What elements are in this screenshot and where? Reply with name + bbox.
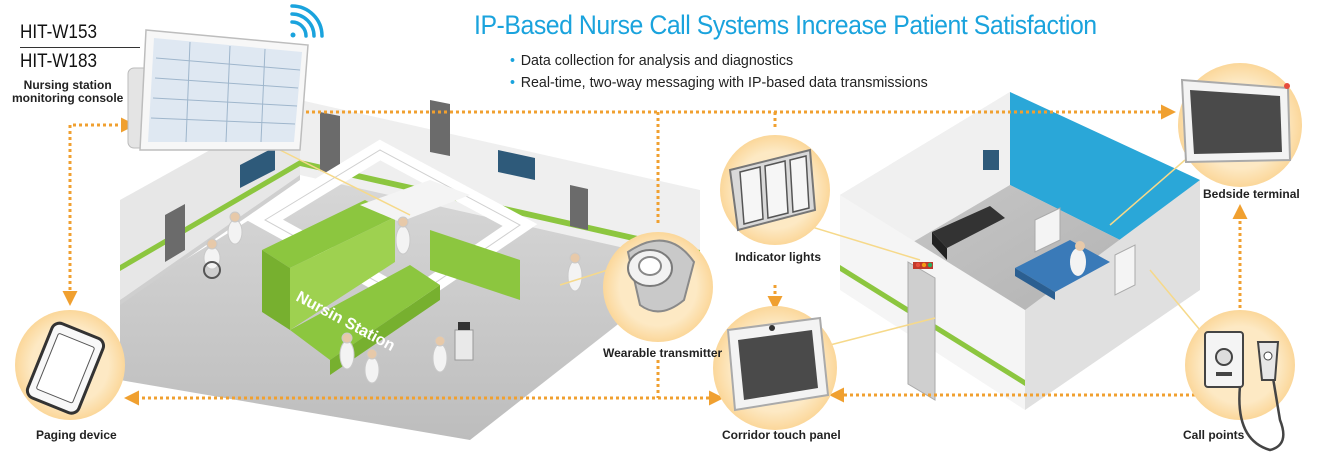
model-label-2: HIT-W183	[20, 51, 97, 72]
wearable-transmitter-circle	[603, 232, 713, 342]
model-label-1: HIT-W153	[20, 22, 97, 43]
console-caption-line-1: Nursing station	[23, 78, 112, 92]
indicator-lights-circle	[720, 135, 830, 245]
corridor-panel-icon	[726, 316, 830, 412]
paging-device-circle	[15, 310, 125, 420]
call-point-icon	[1204, 331, 1285, 452]
paging-tablet-icon	[25, 321, 106, 415]
patient-room-illustration	[840, 92, 1200, 410]
wearable-transmitter-label: Wearable transmitter	[603, 346, 723, 360]
page-title: IP-Based Nurse Call Systems Increase Pat…	[474, 10, 1097, 40]
model-divider	[20, 47, 140, 48]
paging-device-label: Paging device	[36, 428, 117, 442]
console-caption: Nursing station monitoring console	[12, 79, 123, 105]
bullet-dot: •	[510, 52, 516, 69]
bedside-terminal-label: Bedside terminal	[1203, 187, 1300, 201]
wifi-icon	[290, 4, 324, 38]
connector-arrows	[62, 104, 1248, 406]
nursing-console-device	[127, 4, 324, 151]
corridor-touch-panel-label: Corridor touch panel	[722, 428, 841, 442]
bedside-terminal-circle	[1178, 63, 1302, 187]
bullet-item: •Real-time, two-way messaging with IP-ba…	[510, 74, 928, 91]
feature-bullets: •Data collection for analysis and diagno…	[510, 52, 950, 96]
corridor-panel-device	[713, 306, 837, 430]
call-points-label: Call points	[1183, 428, 1245, 442]
bedside-terminal-icon	[1180, 78, 1292, 164]
console-caption-line-2: monitoring console	[12, 91, 124, 105]
bullet-dot: •	[510, 74, 516, 91]
bullet-item: •Data collection for analysis and diagno…	[510, 52, 928, 69]
indicator-lights-label: Indicator lights	[735, 250, 822, 264]
indicator-lights-icon	[728, 148, 817, 232]
bullet-text: Real-time, two-way messaging with IP-bas…	[520, 74, 928, 91]
wearable-watch-icon	[626, 239, 696, 313]
bullet-text: Data collection for analysis and diagnos…	[520, 52, 794, 69]
call-points-circle	[1185, 310, 1295, 452]
